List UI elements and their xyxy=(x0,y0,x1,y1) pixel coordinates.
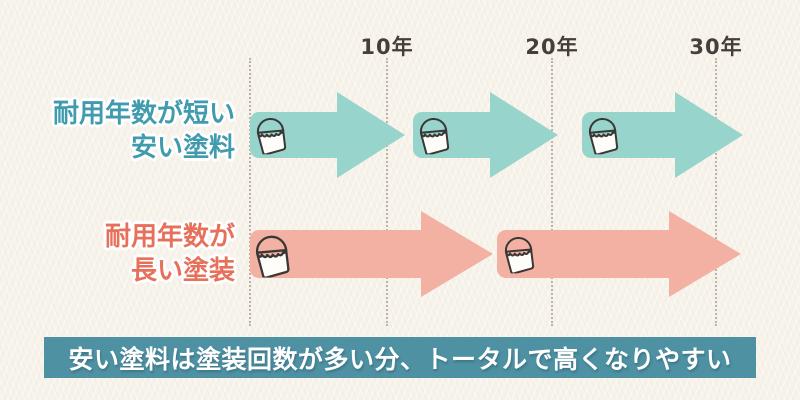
arrow-head xyxy=(675,92,743,178)
arrow-head xyxy=(490,92,558,178)
cheap-paint-label-line2: 安い塗料 xyxy=(130,133,235,163)
summary-banner-text: 安い塗料は塗装回数が多い分、トータルで高くなりやすい xyxy=(68,344,732,374)
arrow-head xyxy=(421,211,493,297)
cheap-paint-row-label: 耐用年数が短い 安い塗料 xyxy=(53,97,235,165)
paint-bucket-icon xyxy=(498,229,538,275)
cheap-paint-arrow-2 xyxy=(413,92,558,178)
durable-paint-label-line1: 耐用年数が xyxy=(104,222,235,252)
start-gridline xyxy=(249,58,251,326)
durable-paint-label-line2: 長い塗装 xyxy=(130,256,235,286)
gridline-10-years xyxy=(386,58,388,326)
arrow-head xyxy=(669,211,741,297)
cheap-paint-label-line1: 耐用年数が短い xyxy=(52,99,235,129)
tick-label-30-years: 30年 xyxy=(689,35,743,59)
paint-bucket-icon xyxy=(248,227,294,279)
paint-bucket-icon xyxy=(413,110,453,156)
paint-bucket-icon xyxy=(250,110,290,156)
summary-banner: 安い塗料は塗装回数が多い分、トータルで高くなりやすい xyxy=(44,337,756,378)
tick-label-10-years: 10年 xyxy=(360,35,414,59)
paint-bucket-icon xyxy=(582,110,622,156)
arrow-head xyxy=(337,92,405,178)
gridline-30-years xyxy=(715,58,717,326)
tick-label-20-years: 20年 xyxy=(525,35,579,59)
gridline-20-years xyxy=(551,58,553,326)
durable-paint-row-label: 耐用年数が 長い塗装 xyxy=(105,220,235,288)
